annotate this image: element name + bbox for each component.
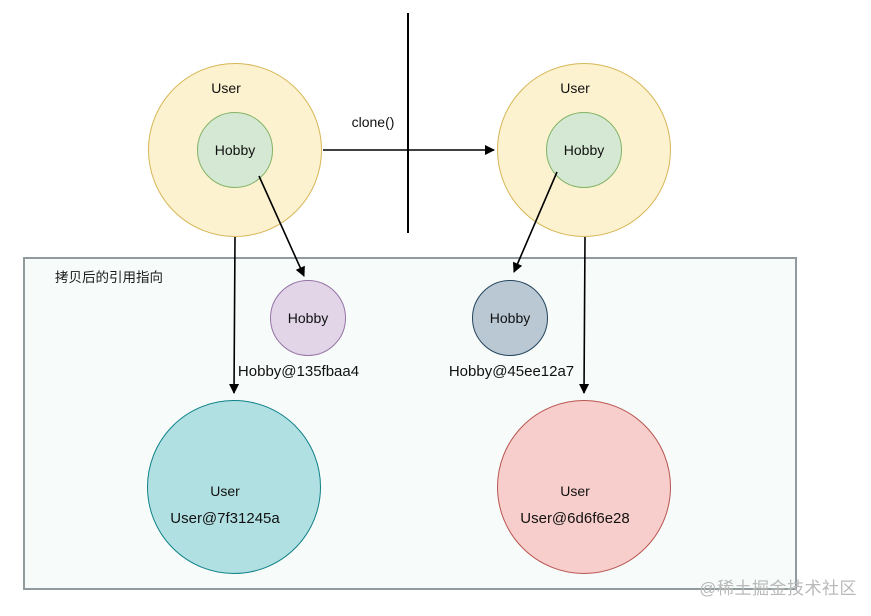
node-original-user-hobby: Hobby	[197, 112, 273, 188]
node-hobby-object-cloned: Hobby	[472, 280, 548, 356]
reference-box-label: 拷贝后的引用指向	[55, 270, 163, 285]
node-user-object-cloned-address: User@6d6f6e28	[520, 510, 630, 527]
node-cloned-user-hobby-label: Hobby	[563, 142, 605, 158]
node-user-object-cloned-label: User	[560, 483, 590, 499]
node-cloned-user-hobby: Hobby	[546, 112, 622, 188]
node-original-user-hobby-label: Hobby	[214, 142, 256, 158]
hobby-cloned-address-label: Hobby@45ee12a7	[448, 363, 575, 380]
node-hobby-object-cloned-label: Hobby	[489, 310, 531, 326]
node-user-object-cloned: User User@6d6f6e28	[497, 400, 671, 574]
clone-method-label: clone()	[351, 114, 395, 130]
hobby-original-address-label: Hobby@135fbaa4	[237, 363, 360, 380]
site-watermark: @稀土掘金技术社区	[699, 579, 857, 598]
node-user-object-original-address: User@7f31245a	[170, 510, 280, 527]
node-user-object-original: User User@7f31245a	[147, 400, 321, 574]
node-original-user-label: User	[211, 80, 241, 96]
node-user-object-original-label: User	[210, 483, 240, 499]
reference-box: 拷贝后的引用指向	[23, 257, 797, 590]
node-cloned-user-label: User	[560, 80, 590, 96]
node-hobby-object-original-label: Hobby	[287, 310, 329, 326]
node-hobby-object-original: Hobby	[270, 280, 346, 356]
